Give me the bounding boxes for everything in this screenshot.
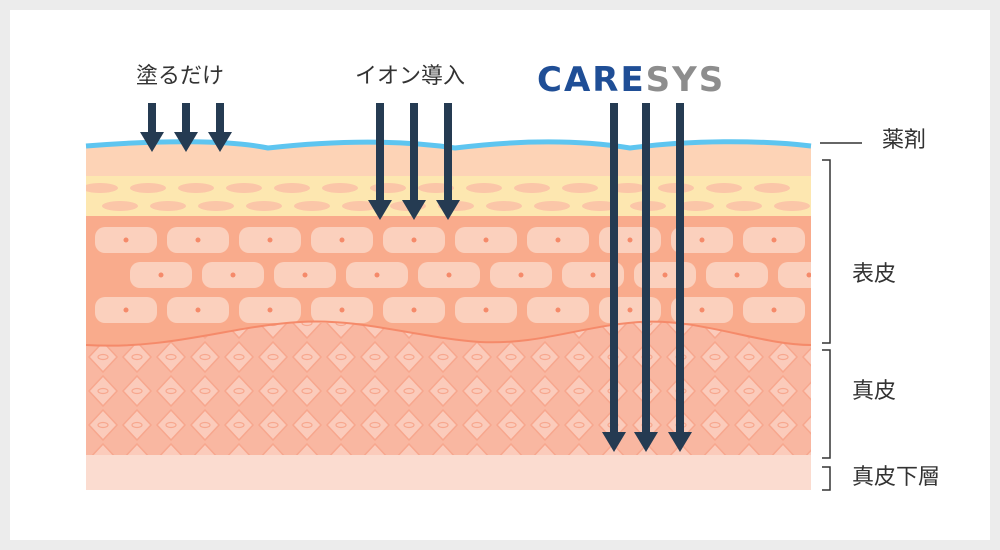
stratum-oval — [610, 183, 646, 193]
cell-nucleus — [771, 307, 777, 313]
cell-nucleus — [446, 272, 452, 278]
stratum-oval — [130, 183, 166, 193]
logo-sys-text: SYS — [645, 60, 726, 100]
penetration-arrows — [140, 103, 692, 452]
stratum-oval — [706, 183, 742, 193]
cell-nucleus — [123, 307, 129, 313]
stratum-oval — [246, 201, 282, 211]
cell-nucleus — [411, 307, 417, 313]
penetration-arrow — [602, 103, 626, 452]
stratum-oval — [274, 183, 310, 193]
cell-nucleus — [555, 307, 561, 313]
penetration-arrow — [140, 103, 164, 152]
cell-nucleus — [339, 237, 345, 243]
cell-nucleus — [411, 237, 417, 243]
cell-nucleus — [230, 272, 236, 278]
cell-nucleus — [339, 307, 345, 313]
layer-label-subcutis: 真皮下層 — [852, 465, 941, 490]
cell-nucleus — [662, 272, 668, 278]
stratum-oval — [198, 201, 234, 211]
penetration-arrow — [634, 103, 658, 452]
penetration-arrow — [668, 103, 692, 452]
stratum-oval — [226, 183, 262, 193]
penetration-arrow — [174, 103, 198, 152]
stratum-oval — [514, 183, 550, 193]
epidermis-bracket — [822, 159, 831, 344]
stratum-oval — [370, 183, 406, 193]
cell-nucleus — [483, 237, 489, 243]
cell-nucleus — [627, 307, 633, 313]
stratum-oval — [466, 183, 502, 193]
subcutis-bracket — [822, 466, 831, 491]
stratum-oval — [102, 201, 138, 211]
penetration-arrow — [208, 103, 232, 152]
cell-nucleus — [195, 237, 201, 243]
penetration-arrow — [368, 103, 392, 220]
cell-nucleus — [483, 307, 489, 313]
stratum-oval — [322, 183, 358, 193]
stratum-oval — [754, 183, 790, 193]
cell-nucleus — [699, 307, 705, 313]
method-label-ion: イオン導入 — [355, 64, 466, 89]
stratum-oval — [294, 201, 330, 211]
dermis-boundary-line — [86, 320, 811, 347]
cell-nucleus — [627, 237, 633, 243]
penetration-arrow — [436, 103, 460, 220]
method-label-paint: 塗るだけ — [136, 64, 225, 89]
cell-nucleus — [267, 237, 273, 243]
layer-label-medicine: 薬剤 — [882, 128, 927, 153]
dermis-bracket — [822, 349, 831, 459]
stratum-oval — [534, 201, 570, 211]
stratum-oval — [178, 183, 214, 193]
stratum-oval — [150, 201, 186, 211]
cell-nucleus — [699, 237, 705, 243]
stratum-ovals — [86, 183, 810, 211]
caresys-logo: CARESYS — [537, 62, 725, 98]
cell-nucleus — [555, 237, 561, 243]
cell-nucleus — [158, 272, 164, 278]
stratum-oval — [726, 201, 762, 211]
layer-label-epidermis: 表皮 — [852, 262, 897, 287]
epidermis-cell — [778, 262, 811, 288]
dermis-layer — [86, 320, 811, 455]
stratum-oval — [342, 201, 378, 211]
cell-nucleus — [302, 272, 308, 278]
cell-nucleus — [195, 307, 201, 313]
layer-label-dermis: 真皮 — [852, 379, 897, 404]
cell-nucleus — [771, 237, 777, 243]
cell-nucleus — [267, 307, 273, 313]
stratum-oval — [562, 183, 598, 193]
penetration-arrow — [402, 103, 426, 220]
epidermis-cells — [95, 227, 811, 323]
stratum-oval — [486, 201, 522, 211]
stratum-oval — [678, 201, 714, 211]
cell-nucleus — [123, 237, 129, 243]
subcutis-layer — [86, 455, 811, 490]
logo-care-text: CARE — [537, 60, 646, 100]
cell-nucleus — [374, 272, 380, 278]
stratum-oval — [86, 183, 118, 193]
cell-nucleus — [806, 272, 811, 278]
cell-nucleus — [590, 272, 596, 278]
stratum-oval — [774, 201, 810, 211]
cell-nucleus — [734, 272, 740, 278]
stratum-oval — [582, 201, 618, 211]
cell-nucleus — [518, 272, 524, 278]
